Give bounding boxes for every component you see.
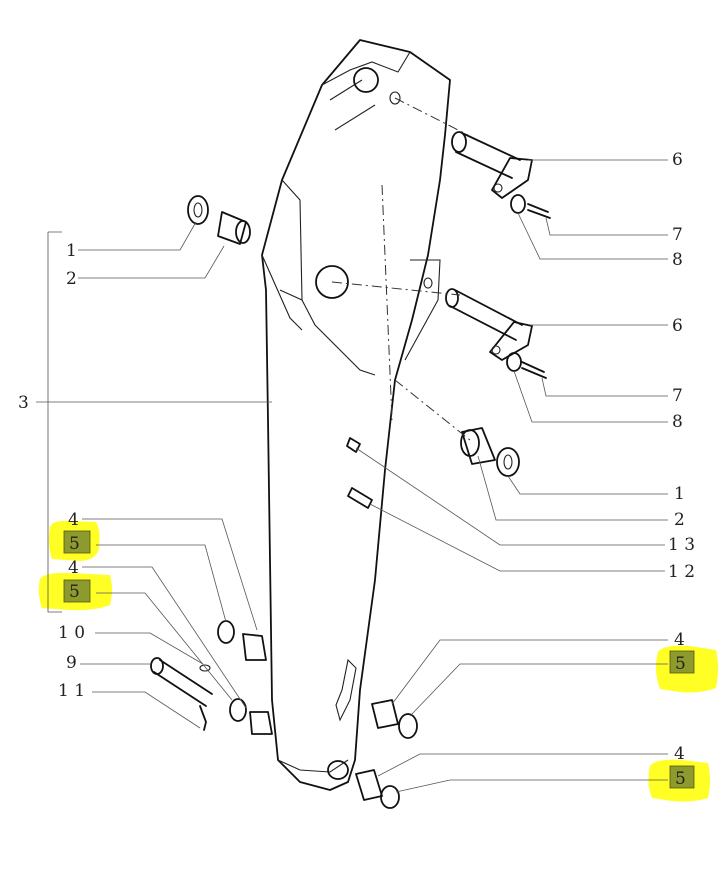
callout-1-right: 1 — [674, 484, 685, 504]
callout-6-mid: 6 — [672, 316, 683, 336]
callout-5-b-box — [63, 579, 91, 603]
boom-top-bore — [353, 67, 379, 93]
callout-5-a-box — [63, 530, 91, 554]
callout-13: 1 3 — [668, 535, 695, 555]
callout-5-d-box — [669, 765, 695, 789]
components — [150, 131, 551, 809]
callout-5-b: 5 — [69, 582, 80, 602]
callout-4-c: 4 — [674, 630, 685, 650]
callout-5-a: 5 — [69, 534, 80, 554]
boom-bottom-bore — [327, 760, 349, 780]
callout-5-c: 5 — [675, 654, 686, 674]
callout-4-a: 4 — [68, 510, 79, 530]
callout-4-d: 4 — [674, 744, 685, 764]
callout-6-top: 6 — [672, 150, 683, 170]
callout-9: 9 — [66, 653, 77, 673]
boom-arm-outline — [261, 39, 451, 791]
callout-8-top: 8 — [672, 250, 683, 270]
callout-5-c-box — [669, 650, 695, 674]
callout-4-b: 4 — [68, 558, 79, 578]
boom-arm — [261, 39, 451, 791]
callout-11: 1 1 — [58, 681, 85, 701]
leader-lines — [36, 159, 668, 793]
callout-2-left: 2 — [66, 269, 77, 289]
callout-12: 1 2 — [668, 562, 695, 582]
callout-3: 3 — [18, 393, 29, 413]
callout-8-mid: 8 — [672, 412, 683, 432]
axis-lines — [331, 97, 471, 441]
callout-5-d: 5 — [675, 769, 686, 789]
callout-2-right: 2 — [674, 510, 685, 530]
highlight-marks — [38, 520, 718, 802]
callout-labels: 1 2 3 4 5 4 5 1 0 9 1 1 6 7 8 6 7 8 1 2 … — [18, 150, 695, 789]
boom-mid-bore — [315, 265, 349, 299]
callout-10: 1 0 — [58, 623, 85, 643]
callout-1-left: 1 — [66, 241, 77, 261]
callout-7-mid: 7 — [672, 386, 683, 406]
callout-7-top: 7 — [672, 225, 683, 245]
